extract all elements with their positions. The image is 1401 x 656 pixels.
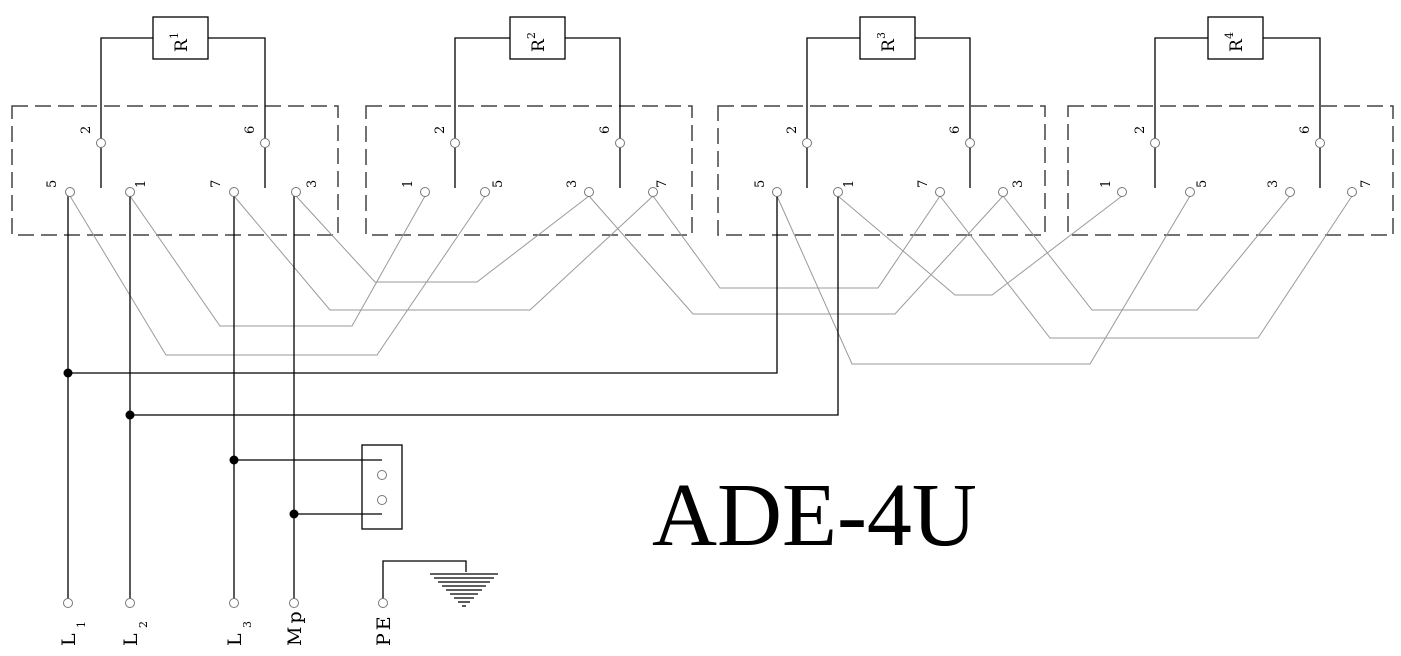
pin-label: 6 (1298, 126, 1313, 134)
terminal-l3-sub: 3 (241, 621, 254, 628)
module-box-1 (11, 105, 339, 236)
ground-icon (382, 560, 498, 607)
pin-label: 3 (305, 180, 320, 188)
pin-label: 2 (433, 126, 448, 134)
pin-label: 5 (753, 180, 768, 188)
terminal-l2-sub: 2 (137, 621, 150, 628)
pin-label: 7 (655, 180, 670, 188)
junction-dot (229, 455, 239, 465)
pin-label: 3 (565, 180, 580, 188)
model-title: ADE-4U (652, 466, 977, 565)
pin-label: 1 (1099, 180, 1114, 188)
resistor-r4 (1207, 16, 1264, 60)
cross-wiring (69, 195, 1353, 365)
resistor-r3 (859, 16, 916, 60)
resistor-r4-index: 4 (1223, 32, 1236, 39)
resistor-r3-index: 3 (875, 32, 888, 39)
pin-label: 2 (1133, 126, 1148, 134)
pin-label: 2 (785, 126, 800, 134)
pin-label: 6 (598, 126, 613, 134)
resistor-r4-letter: R (1227, 38, 1247, 52)
pin-label: 3 (1266, 180, 1281, 188)
pin-label: 7 (209, 180, 224, 188)
pin-label: 5 (1195, 180, 1210, 188)
pin-label: 5 (491, 180, 506, 188)
pin-label: 5 (45, 180, 60, 188)
pin-nodes (63, 138, 1357, 608)
pin-label: 2 (79, 126, 94, 134)
pin-label: 1 (134, 180, 149, 188)
terminal-l1-sub: 1 (75, 621, 88, 628)
resistor-r2-letter: R (529, 38, 549, 52)
pin-label: 3 (1011, 180, 1026, 188)
pin-label: 1 (842, 180, 857, 188)
junction-dot (125, 410, 135, 420)
resistor-r2 (509, 16, 566, 60)
junction-dot (63, 368, 73, 378)
pin-label: 7 (1359, 180, 1374, 188)
resistor-r3-letter: R (879, 38, 899, 52)
pin-label: 6 (243, 126, 258, 134)
resistor-r2-index: 2 (525, 32, 538, 39)
connector-node (377, 470, 387, 480)
terminal-pe-label: PE (373, 613, 395, 646)
pin-label: 7 (916, 180, 931, 188)
resistor-r1-letter: R (172, 38, 192, 52)
pin-label: 1 (401, 180, 416, 188)
module-box-4 (1067, 105, 1394, 236)
terminal-l3-label: L (224, 633, 246, 646)
terminal-l1-label: L (58, 633, 80, 646)
pin-label: 6 (948, 126, 963, 134)
terminal-l2-label: L (120, 633, 142, 646)
connector-node (377, 495, 387, 505)
resistor-r1 (152, 16, 209, 60)
resistor-r1-index: 1 (168, 32, 181, 39)
terminal-mp-label: Mp (284, 608, 306, 646)
feed-lines (67, 196, 839, 600)
junction-dot (289, 509, 299, 519)
module-box-3 (717, 105, 1046, 236)
module-box-2 (365, 105, 693, 236)
connector-block (361, 444, 403, 530)
